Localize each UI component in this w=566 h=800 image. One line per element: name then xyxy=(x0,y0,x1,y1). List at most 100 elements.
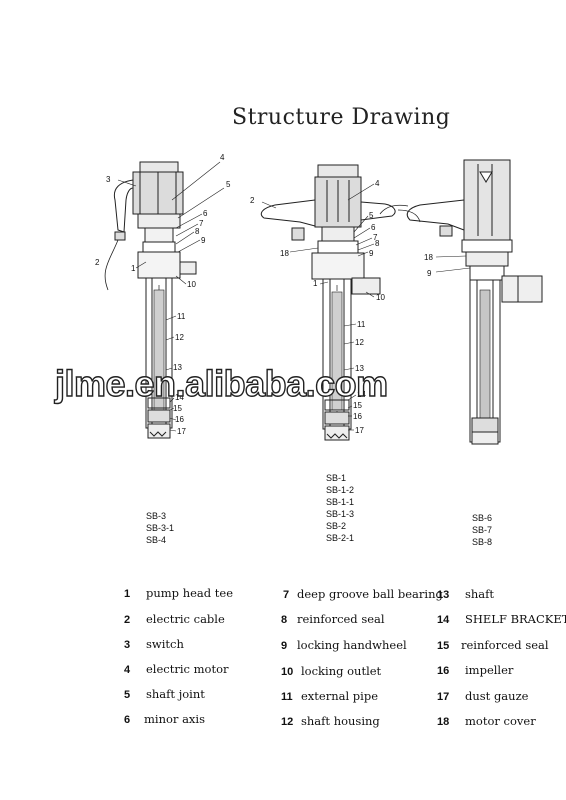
part-name: shaft xyxy=(465,587,495,601)
model-code: SB-1 xyxy=(326,473,347,483)
part-row: 8 reinforced seal xyxy=(281,612,385,626)
model-code: SB-1-1 xyxy=(326,497,355,507)
callout-mid-16: 16 xyxy=(353,412,362,421)
callout-mid-9: 9 xyxy=(369,249,374,258)
callout-mid-13: 13 xyxy=(355,364,364,373)
callout-left-10: 10 xyxy=(187,280,196,289)
part-row: 7 deep groove ball bearing xyxy=(283,587,443,601)
callout-left-2: 2 xyxy=(95,258,100,267)
callout-mid-10: 10 xyxy=(376,293,385,302)
part-row: 12 shaft housing xyxy=(281,714,380,728)
callouts-middle: 2 4 5 6 7 8 9 18 1 10 11 12 13 14 15 16 … xyxy=(250,179,385,435)
model-code: SB-3 xyxy=(146,511,167,521)
callout-mid-18: 18 xyxy=(280,249,289,258)
part-number: 11 xyxy=(281,691,293,703)
part-name: motor cover xyxy=(465,714,536,728)
callouts-left: 3 4 5 6 7 8 9 2 1 10 11 12 13 14 15 16 1… xyxy=(95,153,231,436)
part-name: dust gauze xyxy=(465,689,529,703)
callout-left-11: 11 xyxy=(177,312,186,321)
callout-mid-12: 12 xyxy=(355,338,364,347)
callout-mid-1: 1 xyxy=(313,279,318,288)
part-number: 5 xyxy=(124,689,131,701)
part-number: 13 xyxy=(437,589,450,601)
callout-left-14: 14 xyxy=(175,393,184,402)
part-number: 12 xyxy=(281,716,294,728)
callout-left-16: 16 xyxy=(175,415,184,424)
part-number: 16 xyxy=(437,665,450,677)
model-code: SB-1-2 xyxy=(326,485,355,495)
part-name: impeller xyxy=(465,663,514,677)
callout-mid-6: 6 xyxy=(371,223,376,232)
part-name: reinforced seal xyxy=(297,612,385,626)
part-row: 11 external pipe xyxy=(281,689,378,703)
part-name: electric motor xyxy=(146,662,229,676)
callout-left-17: 17 xyxy=(177,427,186,436)
part-name: pump head tee xyxy=(146,586,234,600)
part-row: 13 shaft xyxy=(437,587,494,601)
part-row: 10 locking outlet xyxy=(281,664,381,678)
model-code: SB-2-1 xyxy=(326,533,355,543)
callout-left-8: 8 xyxy=(195,227,200,236)
part-name: reinforced seal xyxy=(461,638,549,652)
part-number: 9 xyxy=(281,640,288,652)
callout-left-5: 5 xyxy=(226,180,231,189)
motor-top-left xyxy=(139,161,179,173)
pump-diagram-right xyxy=(379,159,543,445)
part-row: 9 locking handwheel xyxy=(281,638,407,652)
callout-left-1: 1 xyxy=(131,264,136,273)
callout-left-9: 9 xyxy=(201,236,206,245)
part-name: deep groove ball bearing xyxy=(297,587,443,601)
part-number: 14 xyxy=(437,614,450,626)
callout-right-18: 18 xyxy=(424,253,433,262)
model-code: SB-2 xyxy=(326,521,347,531)
callout-mid-11: 11 xyxy=(357,320,366,329)
part-number: 10 xyxy=(281,666,294,678)
callout-mid-15: 15 xyxy=(353,401,362,410)
callout-mid-8: 8 xyxy=(375,239,380,248)
callout-left-6: 6 xyxy=(203,209,208,218)
model-code: SB-3-1 xyxy=(146,523,175,533)
part-name: locking handwheel xyxy=(297,638,407,652)
callout-mid-5: 5 xyxy=(369,211,374,220)
model-code: SB-8 xyxy=(472,537,493,547)
part-row: 16 impeller xyxy=(437,663,513,677)
pump-diagram-middle xyxy=(260,164,421,441)
part-number: 7 xyxy=(283,589,290,601)
callouts-right: 18 9 xyxy=(424,253,433,278)
part-row: 17 dust gauze xyxy=(437,689,528,703)
callout-left-7: 7 xyxy=(199,219,204,228)
callout-mid-4: 4 xyxy=(375,179,380,188)
pump-diagram-left xyxy=(104,161,225,439)
part-number: 8 xyxy=(281,614,288,626)
part-number: 2 xyxy=(124,614,131,626)
part-name: electric cable xyxy=(146,612,225,626)
model-list-right: SB-6 SB-7 SB-8 xyxy=(472,512,492,548)
model-list-middle: SB-1 SB-1-2 SB-1-1 SB-1-3 SB-2 SB-2-1 xyxy=(326,472,354,544)
callout-mid-14: 14 xyxy=(357,390,366,399)
part-name: locking outlet xyxy=(301,664,382,678)
part-number: 17 xyxy=(437,691,450,703)
callout-left-12: 12 xyxy=(175,333,184,342)
model-code: SB-1-3 xyxy=(326,509,355,519)
part-row: 5 shaft joint xyxy=(124,687,205,701)
model-code: SB-7 xyxy=(472,525,493,535)
part-number: 1 xyxy=(124,588,131,600)
callout-mid-2: 2 xyxy=(250,196,255,205)
watermark-text: jlme.en.alibaba.com xyxy=(54,362,389,404)
callout-left-15: 15 xyxy=(173,404,182,413)
part-name: external pipe xyxy=(301,689,379,703)
part-row: 1 pump head tee xyxy=(124,586,233,600)
part-name: shaft joint xyxy=(146,687,205,701)
part-name: shaft housing xyxy=(301,714,380,728)
part-row: 2 electric cable xyxy=(124,612,225,626)
page-title: Structure Drawing xyxy=(232,105,451,130)
model-code: SB-4 xyxy=(146,535,167,545)
callout-mid-7: 7 xyxy=(373,233,378,242)
callout-left-13: 13 xyxy=(173,363,182,372)
